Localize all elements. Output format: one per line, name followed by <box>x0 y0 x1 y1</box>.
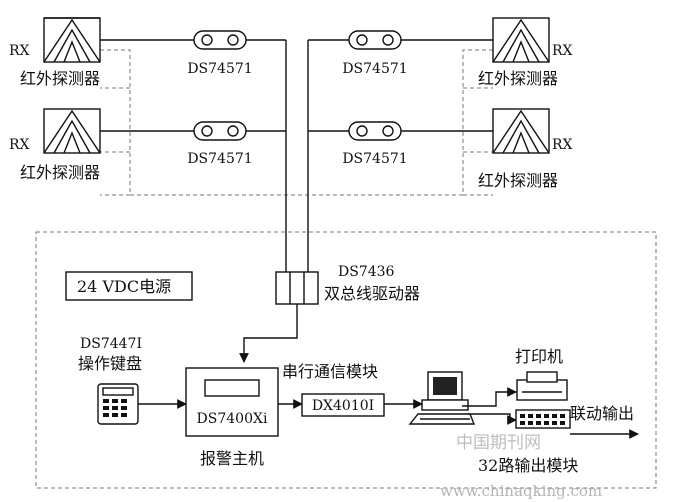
detector-name-top-left: 红外探测器 <box>20 69 100 88</box>
bus-driver-block <box>275 271 319 305</box>
linkage-output-label: 联动输出 <box>570 404 634 423</box>
computer-to-output-arrow <box>468 413 517 425</box>
ir-detector-bottom-right <box>492 108 550 154</box>
extender-label-mid-right: DS74571 <box>342 151 407 167</box>
power-supply-box <box>65 271 193 301</box>
computer-to-printer-arrow <box>462 387 517 407</box>
ir-detector-bottom-left <box>43 108 101 154</box>
control-panel-model: DS7400Xi <box>197 411 268 427</box>
main-enclosure-boundary <box>35 231 657 489</box>
left-detector-boundary <box>100 49 131 196</box>
printer-icon <box>516 371 568 401</box>
extender-top-left <box>193 30 247 50</box>
bus-driver-name: 双总线驱动器 <box>324 284 420 303</box>
driver-to-panel-arrow <box>239 304 298 363</box>
watermark-cn: 中国期刊网 <box>456 433 541 453</box>
keypad-icon <box>97 383 139 425</box>
serial-module-title: 串行通信模块 <box>282 362 378 381</box>
control-panel-name: 报警主机 <box>200 449 264 468</box>
extender-label-top-right: DS74571 <box>342 61 407 77</box>
ir-detector-top-right <box>492 17 550 63</box>
rx-label-top-left: RX <box>9 43 30 59</box>
keypad-name: 操作键盘 <box>78 354 142 373</box>
output-module-icon <box>515 409 571 429</box>
control-panel-box <box>185 367 279 437</box>
detector-name-bottom-right: 红外探测器 <box>478 171 558 190</box>
extender-mid-left <box>193 121 247 141</box>
power-supply-label: 24 VDC电源 <box>77 277 171 296</box>
rx-label-bottom-right: RX <box>552 137 573 153</box>
keypad-model: DS7447I <box>80 336 142 352</box>
computer-icon <box>408 371 476 425</box>
printer-label: 打印机 <box>515 347 563 366</box>
rx-label-bottom-left: RX <box>9 137 30 153</box>
detector-name-top-right: 红外探测器 <box>478 69 558 88</box>
serial-module-model: DX4010I <box>312 398 374 414</box>
bus-driver-model: DS7436 <box>338 264 395 280</box>
serial-module-box <box>301 393 385 417</box>
rx-label-top-right: RX <box>552 43 573 59</box>
extender-label-top-left: DS74571 <box>187 61 252 77</box>
watermark-url: www.chinaqking.com <box>440 482 602 500</box>
detector-name-bottom-left: 红外探测器 <box>20 163 100 182</box>
output-module-label: 32路输出模块 <box>478 456 578 475</box>
right-detector-boundary <box>462 49 493 196</box>
extender-top-right <box>348 30 402 50</box>
extender-label-mid-left: DS74571 <box>187 151 252 167</box>
extender-mid-right <box>348 121 402 141</box>
ir-detector-top-left <box>43 17 101 63</box>
